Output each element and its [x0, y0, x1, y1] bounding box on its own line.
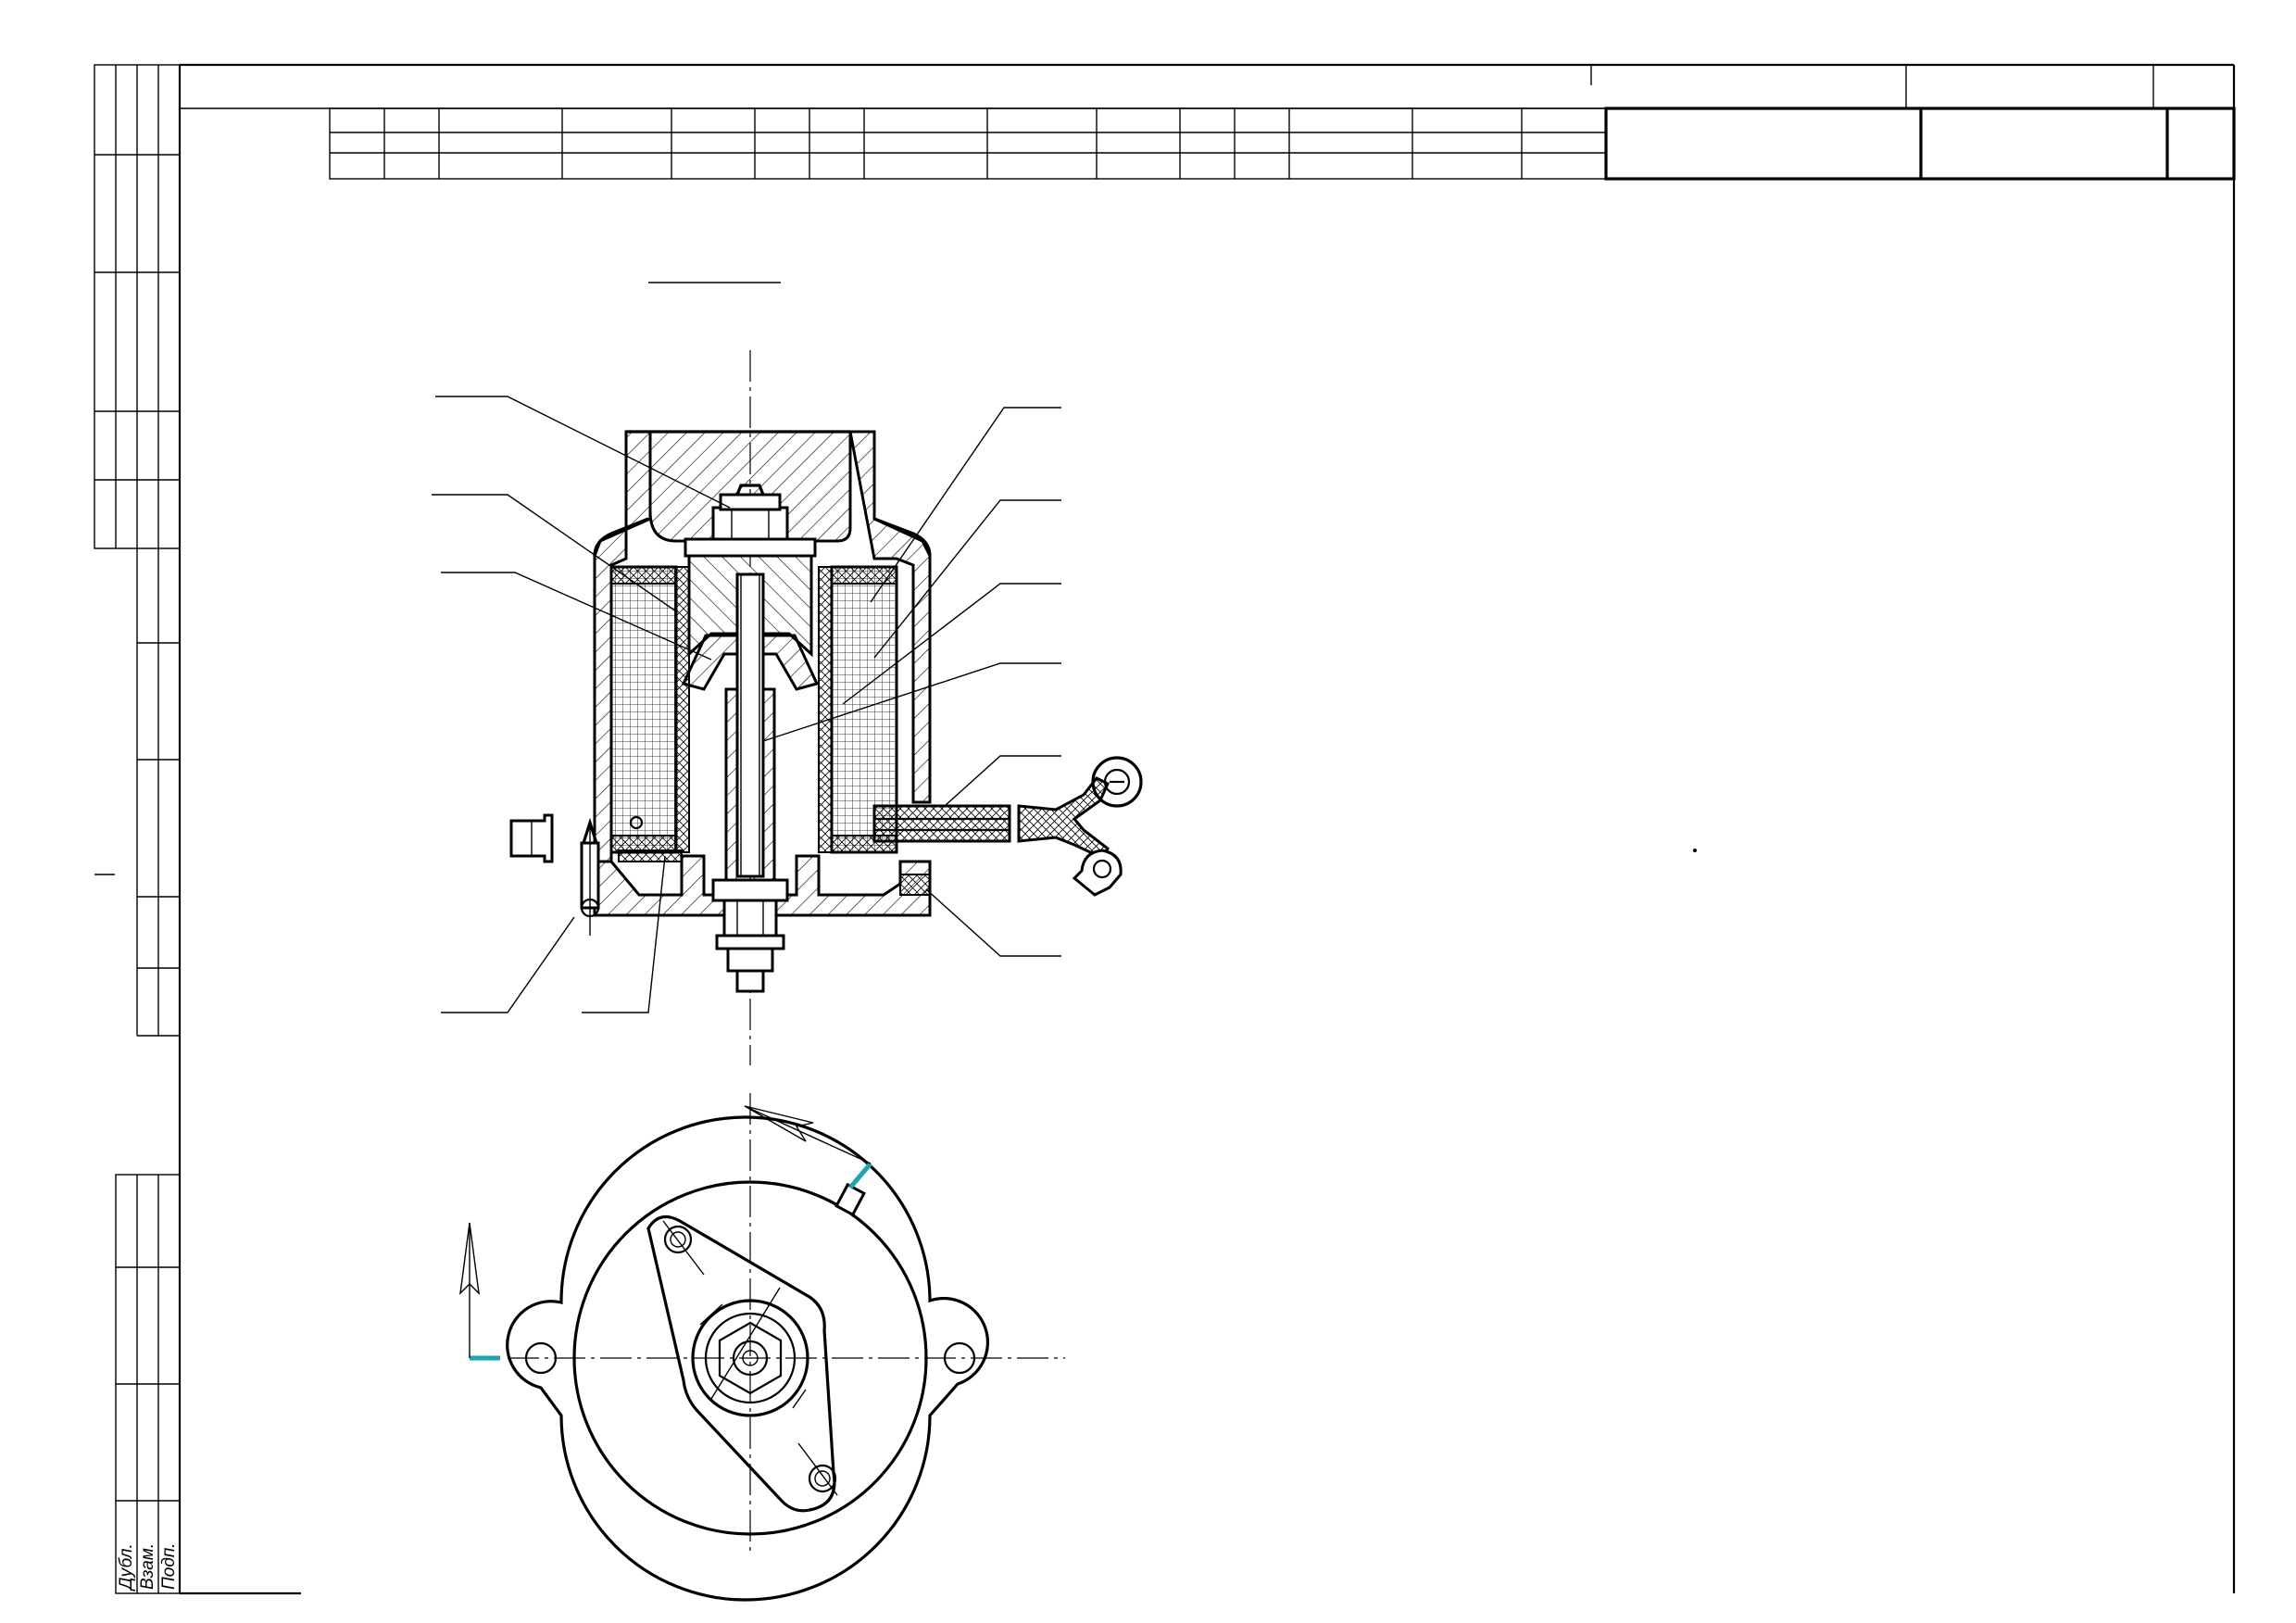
- left-strip-lower: Дубл. Взам. Подп.: [115, 1174, 181, 1594]
- side-label-podp: Подп.: [159, 1542, 179, 1590]
- gasket-right: [899, 874, 931, 896]
- mounting-plate: [646, 1214, 838, 1513]
- side-boss-left: [509, 813, 554, 863]
- housing-outline: [506, 1115, 989, 1602]
- top-nut: [684, 484, 817, 558]
- leader-lines: [432, 396, 1061, 1013]
- terminal-ring-bottom: [1072, 849, 1123, 897]
- gasket-left: [618, 849, 683, 862]
- terminal-ring-top: [1091, 756, 1143, 808]
- radial-stub: [834, 1182, 866, 1217]
- valve-stem: [580, 815, 644, 936]
- housing-body: [593, 430, 932, 917]
- cable-outlet: [872, 776, 1110, 860]
- section-cut-arrow: [459, 1105, 872, 1361]
- central-nut-plan: [691, 1299, 809, 1417]
- sheet-frame: [178, 63, 2236, 1595]
- plan-view: [459, 1093, 1065, 1602]
- coil-left: [609, 565, 690, 854]
- section-view: [432, 350, 1143, 1065]
- armature-core: [681, 539, 820, 882]
- left-strip-upper: [94, 64, 181, 1037]
- side-label-vzam: Взам.: [138, 1543, 157, 1590]
- header-table: [329, 107, 2236, 181]
- bottom-terminal: [711, 878, 789, 993]
- coil-right: [818, 565, 898, 854]
- side-label-dubl: Дубл.: [117, 1543, 136, 1592]
- stray-dot-mark: [1693, 849, 1697, 852]
